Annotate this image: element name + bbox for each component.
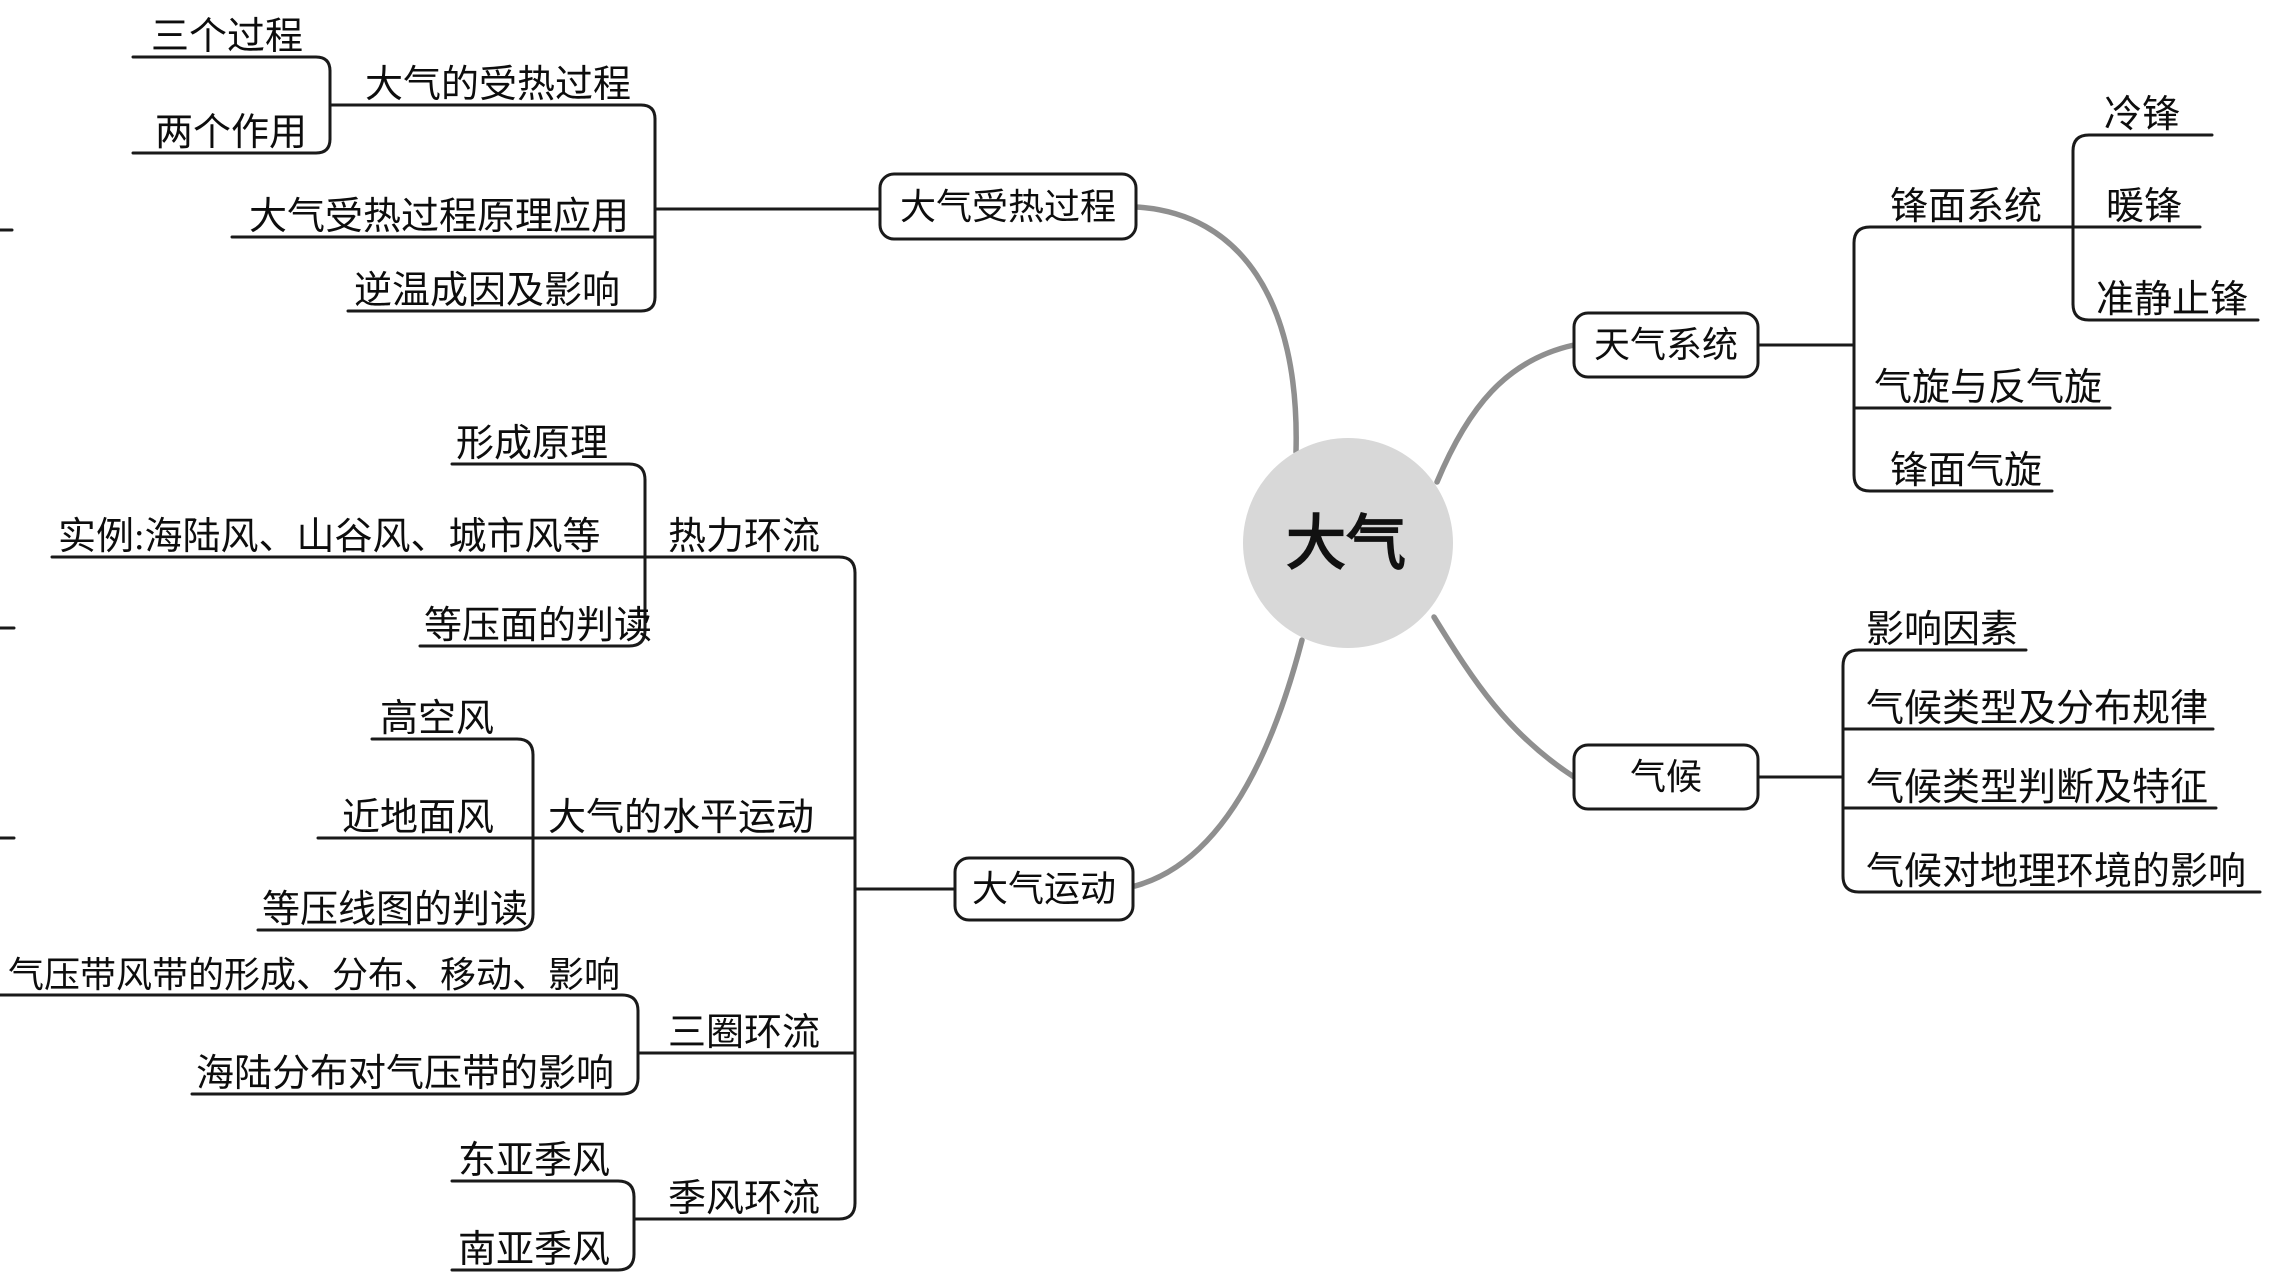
motion-node-label[interactable]: 大气运动 bbox=[972, 869, 1116, 909]
topic-line-upper-wind bbox=[370, 737, 535, 757]
heating-node-label[interactable]: 大气受热过程 bbox=[900, 187, 1116, 227]
climate-node-box[interactable] bbox=[1572, 743, 1760, 811]
topic-east-asia-monsoon[interactable]: 东亚季风 bbox=[458, 1140, 610, 1182]
topic-thermal[interactable]: 热力环流 bbox=[668, 516, 820, 558]
topic-horizontal[interactable]: 大气的水平运动 bbox=[548, 797, 814, 839]
branch-weather: 冷锋 锋面系统 暖锋 准静止锋 气旋与反气旋 锋面气旋 天气系统 bbox=[1572, 94, 2260, 493]
topic-line-principle bbox=[450, 462, 647, 482]
topic-inversion[interactable]: 逆温成因及影响 bbox=[354, 270, 620, 312]
topic-examples[interactable]: 实例:海陆风、山谷风、城市风等 bbox=[58, 516, 601, 558]
topic-line-belts bbox=[0, 993, 640, 1013]
left-edge-artifacts bbox=[0, 228, 16, 840]
topic-climate-types[interactable]: 气候类型及分布规律 bbox=[1866, 688, 2208, 730]
curve-to-heating-node bbox=[1133, 204, 1299, 455]
topic-climate-impact[interactable]: 气候对地理环境的影响 bbox=[1866, 851, 2246, 893]
center-topic-label[interactable]: 大气 bbox=[1286, 510, 1406, 577]
motion-node-box[interactable] bbox=[953, 856, 1135, 922]
curve-to-climate-node bbox=[1431, 614, 1577, 780]
center-branch-curves bbox=[1132, 204, 1577, 889]
topic-two-effects[interactable]: 两个作用 bbox=[155, 112, 307, 154]
topic-cold-front[interactable]: 冷锋 bbox=[2104, 94, 2180, 136]
topic-heating-process[interactable]: 大气的受热过程 bbox=[365, 64, 631, 106]
topic-south-asia-monsoon[interactable]: 南亚季风 bbox=[458, 1229, 610, 1271]
topic-front-cyclone[interactable]: 锋面气旋 bbox=[1890, 450, 2042, 492]
climate-children-outline bbox=[1841, 648, 2262, 894]
topic-warm-front[interactable]: 暖锋 bbox=[2106, 186, 2182, 228]
topic-surface-wind[interactable]: 近地面风 bbox=[342, 797, 494, 839]
topic-monsoon[interactable]: 季风环流 bbox=[668, 1178, 820, 1220]
topic-line-inversion bbox=[346, 295, 657, 313]
branch-climate: 影响因素 气候类型及分布规律 气候类型判断及特征 气候对地理环境的影响 气候 bbox=[1572, 609, 2262, 894]
topic-cyclone[interactable]: 气旋与反气旋 bbox=[1874, 367, 2102, 409]
topic-line-south-asia bbox=[450, 1252, 636, 1272]
topic-line-isobaric-surface bbox=[418, 628, 647, 648]
curve-to-weather-node bbox=[1434, 342, 1577, 485]
topic-line-heating-process bbox=[328, 103, 657, 121]
topic-land-sea[interactable]: 海陆分布对气压带的影响 bbox=[196, 1053, 614, 1095]
branch-heating: 三个过程 两个作用 大气的受热过程 大气受热过程原理应用 逆温成因及影响 大气受… bbox=[131, 16, 1138, 313]
topic-three-cell[interactable]: 三圈环流 bbox=[668, 1012, 820, 1054]
weather-node-box[interactable] bbox=[1572, 311, 1760, 379]
topic-isobar-map[interactable]: 等压线图的判读 bbox=[262, 889, 528, 931]
topic-quasi-front[interactable]: 准静止锋 bbox=[2096, 279, 2248, 321]
center-topic-circle[interactable] bbox=[1243, 438, 1453, 648]
topic-climate-factors[interactable]: 影响因素 bbox=[1866, 609, 2018, 651]
topic-line-two-effects bbox=[131, 137, 332, 155]
topic-line-land-sea bbox=[190, 1076, 640, 1096]
topic-upper-wind[interactable]: 高空风 bbox=[380, 698, 494, 740]
topic-belts[interactable]: 气压带风带的形成、分布、移动、影响 bbox=[8, 955, 620, 995]
topic-heating-application[interactable]: 大气受热过程原理应用 bbox=[249, 196, 629, 238]
topic-line-east-asia bbox=[450, 1179, 636, 1199]
topic-line-cold-front bbox=[2071, 133, 2214, 153]
branch-motion: 形成原理 实例:海陆风、山谷风、城市风等 热力环流 等压面的判读 高空风 近地面… bbox=[0, 423, 1135, 1272]
center-topic: 大气 bbox=[1243, 438, 1453, 648]
topic-line-isobar-map bbox=[256, 912, 535, 932]
weather-node-label[interactable]: 天气系统 bbox=[1594, 325, 1738, 365]
topic-line-monsoon bbox=[632, 1201, 857, 1221]
topic-front-system[interactable]: 锋面系统 bbox=[1890, 186, 2042, 228]
climate-node-label[interactable]: 气候 bbox=[1630, 757, 1702, 797]
topic-principle[interactable]: 形成原理 bbox=[456, 423, 608, 465]
topic-three-processes[interactable]: 三个过程 bbox=[151, 16, 303, 58]
curve-to-motion-node bbox=[1132, 637, 1305, 889]
weather-children-outline bbox=[1852, 225, 2202, 493]
topic-isobaric-surface[interactable]: 等压面的判读 bbox=[424, 605, 652, 647]
topic-climate-judge[interactable]: 气候类型判断及特征 bbox=[1866, 767, 2208, 809]
topic-line-quasi-front bbox=[2071, 302, 2260, 322]
heating-node-box[interactable] bbox=[878, 172, 1138, 241]
topic-line-three-processes bbox=[131, 55, 332, 73]
topic-line-thermal-shared bbox=[50, 555, 857, 575]
